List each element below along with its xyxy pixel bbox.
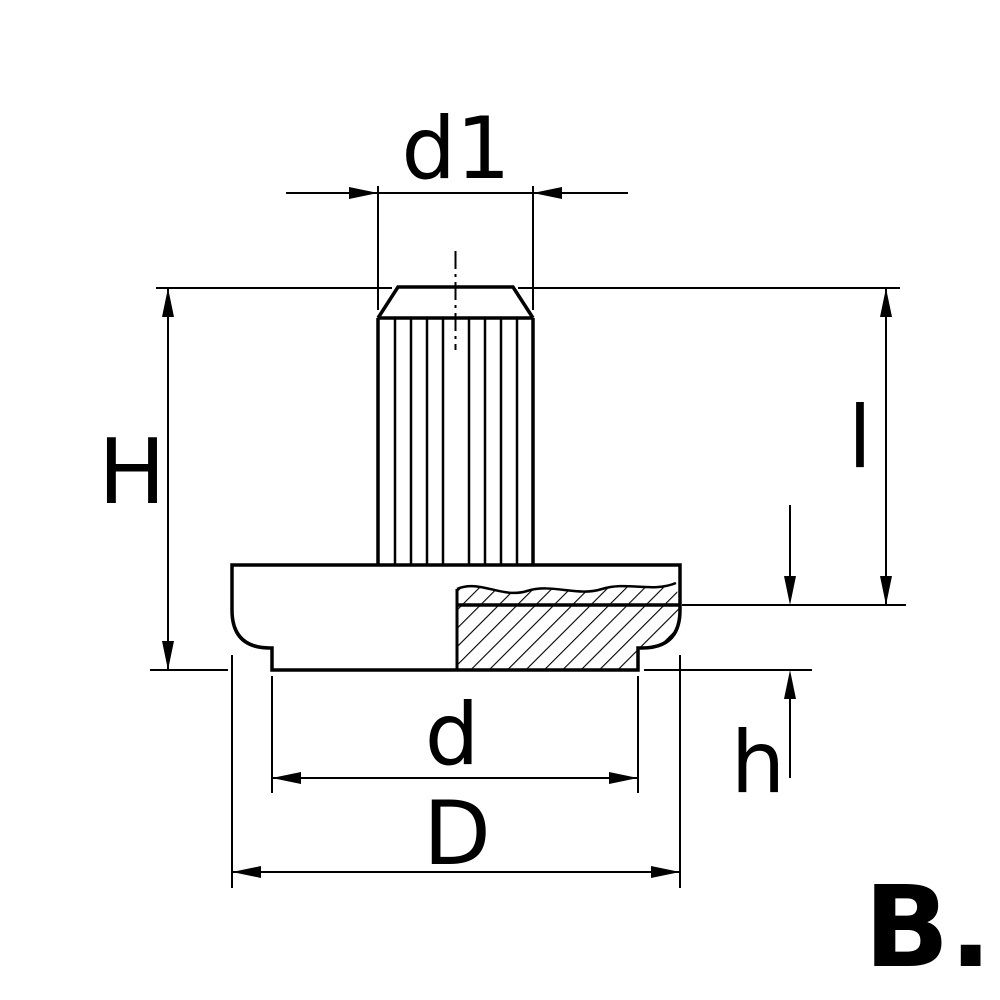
dimension-d1: d1 [286,99,628,310]
H-label: H [98,420,166,525]
d1-arrow-right [533,187,562,199]
d-label: d [425,685,480,785]
D-arrow-left [232,866,261,878]
dimension-h: h [644,505,812,813]
stem [376,251,535,565]
h-arrow-down [784,576,796,605]
part-drawing [230,251,682,672]
break-line-wavy [456,581,677,595]
H-arrow-top [162,288,174,317]
l-arrow-bottom [880,576,892,605]
dimension-D: D [231,655,681,888]
d1-arrow-left [349,187,378,199]
D-arrow-right [651,866,680,878]
l-label: l [848,388,872,488]
dimensions: d1 H l h [98,99,906,888]
section-hatch-area [457,583,680,670]
section-view [455,581,680,670]
d-arrow-right [609,772,638,784]
H-arrow-bottom [162,641,174,670]
d-arrow-left [272,772,301,784]
D-label: D [423,782,491,885]
dimension-l: l [518,287,906,606]
brand-logo: B. [864,863,992,993]
d1-label: d1 [401,99,510,199]
dimension-d: d [271,676,639,793]
h-label: h [731,713,786,813]
stem-splines [393,318,519,565]
l-arrow-top [880,288,892,317]
dimension-H: H [98,287,392,671]
